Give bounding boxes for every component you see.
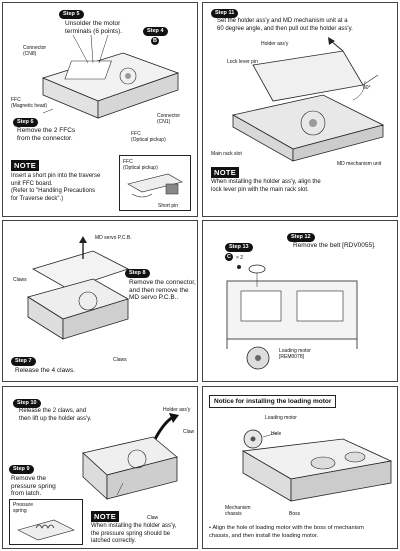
step8-badge: Step 8 — [125, 269, 150, 278]
mechanism-drawing-6 — [223, 421, 393, 507]
step11-text: Set the holder ass'y and MD mechanism un… — [217, 18, 353, 33]
notice-title: Notice for installing the loading motor — [209, 395, 336, 408]
panel-loading-motor-notice: Notice for installing the loading motor … — [202, 386, 398, 549]
step5-text: Unsolder the motor terminals (6 points). — [65, 20, 122, 35]
loading-motor-drawing — [243, 343, 273, 373]
claws-bottom-label: Claws — [113, 357, 127, 363]
mechanism-drawing-1 — [33, 43, 183, 128]
ffc-optical-label: FFC (Optical pickup) — [131, 131, 166, 143]
boss-label: Boss — [289, 511, 300, 517]
step12-text: Remove the belt [RDV0055]. — [293, 242, 376, 250]
step9-text: Remove the pressure spring from latch. — [11, 475, 56, 498]
notice-bullet-text: • Align the hole of loading motor with t… — [209, 525, 364, 540]
claw-bottom-label: Claw — [147, 515, 158, 521]
note-text: Insert a short pin into the traverse uni… — [11, 173, 100, 203]
panel-step9-10: Step 10 Release the 2 claws, and then li… — [2, 386, 198, 549]
panel-step5-6: Step 5 Unsolder the motor terminals (6 p… — [2, 2, 198, 217]
panel-step12-13: Step 12 Remove the belt [RDV0055]. Step … — [202, 220, 398, 382]
note-text: When installing the holder ass'y, align … — [211, 179, 321, 194]
main-rack-slot-label: Main rack slot — [211, 151, 242, 157]
step10-badge: Step 10 — [13, 399, 41, 408]
pressure-spring-label: Pressure spring — [13, 502, 33, 514]
step7-badge: Step 7 — [11, 357, 36, 366]
step4-badge: Step 4 — [143, 27, 168, 36]
step6-text: Remove the 2 FFCs from the connector. — [17, 127, 75, 142]
claw-right-label: Claw — [183, 429, 194, 435]
step12-badge: Step 12 — [287, 233, 315, 242]
panel-step7-8: MD servo P.C.B. Claws Step 8 Remove the … — [2, 220, 198, 382]
pressure-spring-inset: Pressure spring — [9, 499, 83, 545]
ffc-inset: FFC (Optical pickup) Short pin — [119, 155, 191, 211]
mechanism-drawing-4 — [217, 261, 377, 351]
note-text: When installing the holder ass'y, the pr… — [91, 523, 176, 546]
mechanism-drawing-2 — [213, 45, 393, 165]
md-mechanism-unit-label: MD mechanism unit — [337, 161, 381, 167]
step8-text: Remove the connector, and then remove th… — [129, 279, 196, 302]
step9-badge: Step 9 — [9, 465, 34, 474]
screw-c-marker: C — [225, 253, 233, 261]
panel-step11: Step 11 Set the holder ass'y and MD mech… — [202, 2, 398, 217]
step11-badge: Step 11 — [211, 9, 238, 18]
short-pin-drawing — [128, 174, 186, 200]
note-badge: NOTE — [11, 160, 39, 171]
mechanism-chassis-label: Mechanism chassis — [225, 505, 251, 517]
step5-badge: Step 5 — [59, 10, 84, 19]
note-badge: NOTE — [91, 511, 119, 522]
note-badge: NOTE — [211, 167, 239, 178]
step7-text: Release the 4 claws. — [15, 367, 75, 375]
short-pin-label: Short pin — [158, 203, 178, 209]
inset-ffc-label: FFC (Optical pickup) — [123, 159, 158, 171]
loading-motor-label: Loading motor [REM0078] — [279, 348, 311, 360]
mechanism-drawing-3 — [23, 239, 133, 349]
pressure-spring-drawing — [18, 516, 78, 542]
step13-badge: Step 13 — [225, 243, 253, 252]
mechanism-drawing-5 — [73, 413, 183, 513]
